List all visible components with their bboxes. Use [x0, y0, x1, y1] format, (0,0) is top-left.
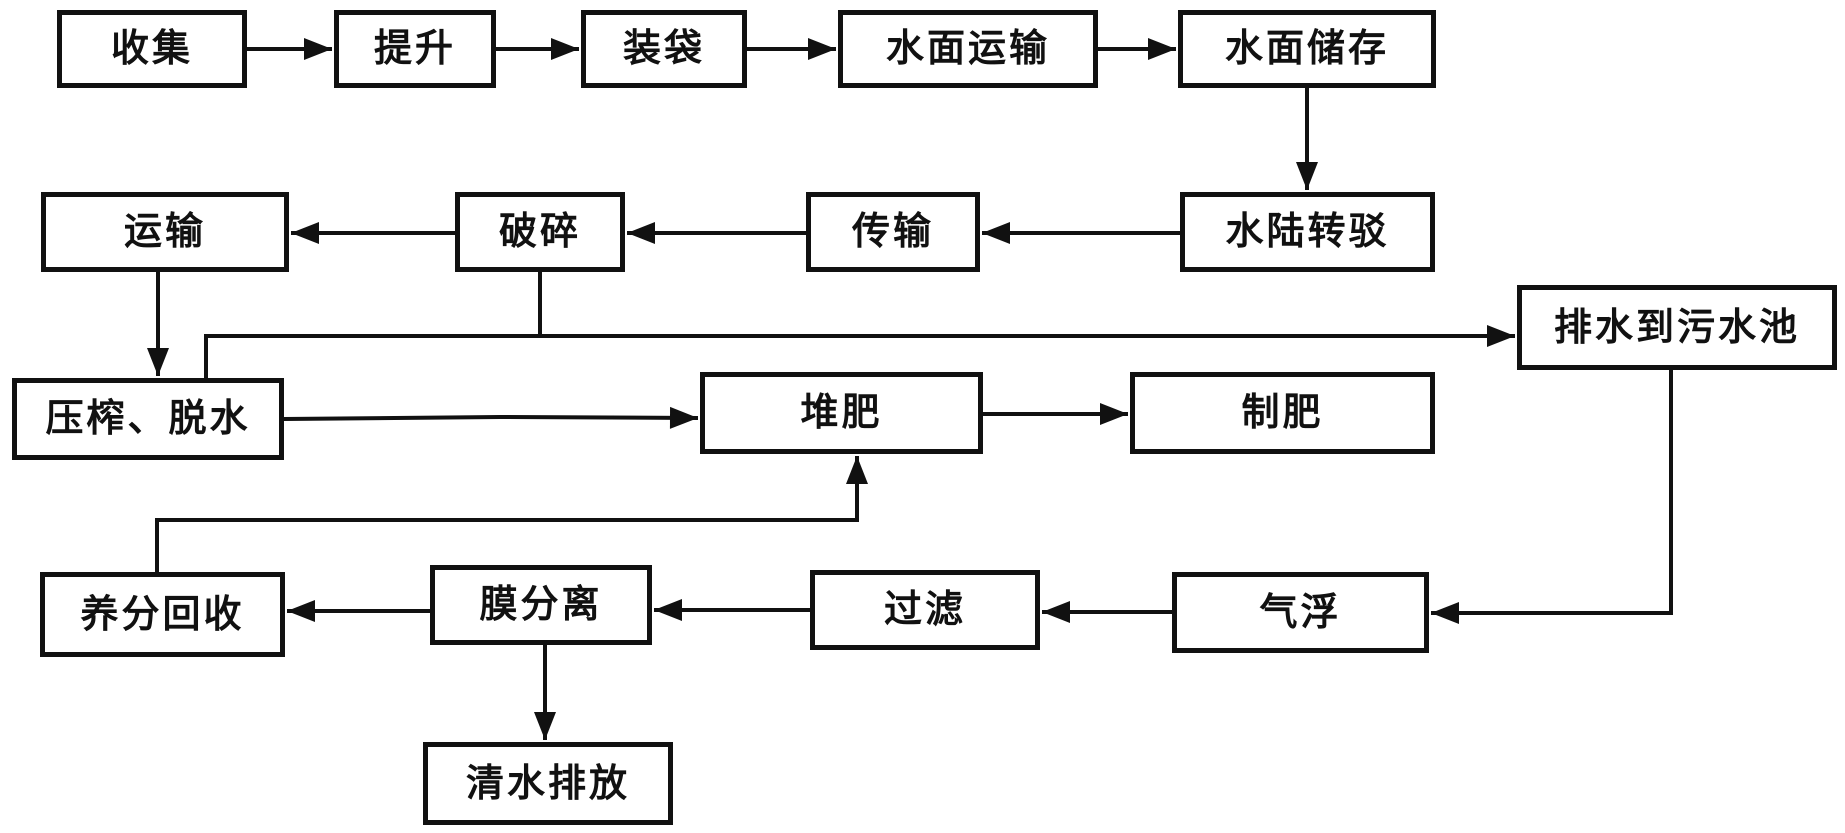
flow-node-water-storage: 水面储存	[1178, 10, 1436, 88]
flow-node-transport: 运输	[41, 192, 289, 272]
flow-node-convey: 传输	[806, 192, 980, 272]
arrowhead-filter-to-membrane	[654, 599, 682, 621]
flow-node-label: 养分回收	[80, 591, 245, 636]
flow-node-crush: 破碎	[455, 192, 625, 272]
flow-node-drain-to-sewage: 排水到污水池	[1517, 285, 1837, 370]
flow-node-label: 传输	[851, 209, 934, 253]
edge-junction-to-drain	[204, 334, 1515, 378]
flow-node-label: 压榨、脱水	[45, 396, 251, 440]
flow-node-label: 过滤	[883, 587, 966, 631]
flow-node-label: 水面储存	[1224, 26, 1389, 70]
flow-node-clean-water-discharge: 清水排放	[423, 742, 673, 825]
arrowhead-press-to-compost	[669, 406, 698, 429]
arrowhead-flotation-to-filter	[1042, 601, 1070, 623]
arrowhead-collect-to-lift	[304, 38, 332, 60]
edge-nutrient-to-compost	[155, 456, 859, 572]
arrowhead-compost-to-fertilizer	[1100, 403, 1128, 425]
flow-node-air-flotation: 气浮	[1172, 572, 1429, 653]
flow-node-label: 排水到污水池	[1553, 304, 1800, 349]
flow-node-collect: 收集	[57, 10, 247, 88]
arrowhead-crush-to-transport	[291, 222, 319, 244]
flow-node-bag: 装袋	[581, 10, 747, 88]
arrowhead-bag-to-water-transport	[808, 38, 836, 60]
flow-node-label: 提升	[373, 26, 456, 70]
flow-node-water-transport: 水面运输	[838, 10, 1098, 88]
arrowhead-water-transport-to-storage	[1148, 38, 1176, 60]
arrowhead-junction-to-drain	[1487, 325, 1515, 347]
flow-node-label: 水面运输	[885, 26, 1050, 70]
arrowhead-storage-to-water-land	[1296, 162, 1318, 190]
flow-node-nutrient-recovery: 养分回收	[40, 572, 285, 657]
flow-node-water-land-transfer: 水陆转驳	[1180, 192, 1435, 272]
flow-node-filter: 过滤	[810, 570, 1040, 650]
arrowhead-membrane-to-nutrient	[287, 600, 315, 622]
flow-node-label: 装袋	[622, 26, 705, 70]
arrowhead-nutrient-to-compost	[846, 456, 868, 484]
arrowhead-convey-to-crush	[627, 222, 655, 244]
flow-node-label: 膜分离	[479, 582, 603, 626]
flow-node-compost: 堆肥	[700, 372, 983, 454]
arrowhead-lift-to-bag	[551, 38, 579, 60]
flow-node-make-fertilizer: 制肥	[1130, 372, 1435, 454]
flow-node-label: 气浮	[1259, 589, 1342, 634]
flow-node-label: 水陆转驳	[1225, 209, 1390, 253]
flow-node-label: 破碎	[498, 209, 581, 253]
flow-node-press-dewater: 压榨、脱水	[12, 378, 284, 460]
flow-node-membrane-separation: 膜分离	[430, 565, 652, 645]
flow-node-label: 制肥	[1241, 390, 1324, 434]
flow-node-label: 清水排放	[465, 760, 630, 805]
edge-press-to-compost	[283, 414, 699, 421]
arrowhead-water-land-to-convey	[982, 222, 1010, 244]
arrowhead-membrane-to-discharge	[534, 712, 556, 740]
arrowhead-transport-to-press	[147, 348, 169, 376]
flow-node-label: 运输	[123, 209, 206, 253]
edge-drain-to-flotation	[1431, 370, 1673, 615]
flow-node-label: 收集	[110, 26, 193, 70]
flow-node-label: 堆肥	[800, 390, 883, 434]
arrowhead-drain-to-flotation	[1431, 602, 1459, 624]
flow-node-lift: 提升	[334, 10, 496, 88]
